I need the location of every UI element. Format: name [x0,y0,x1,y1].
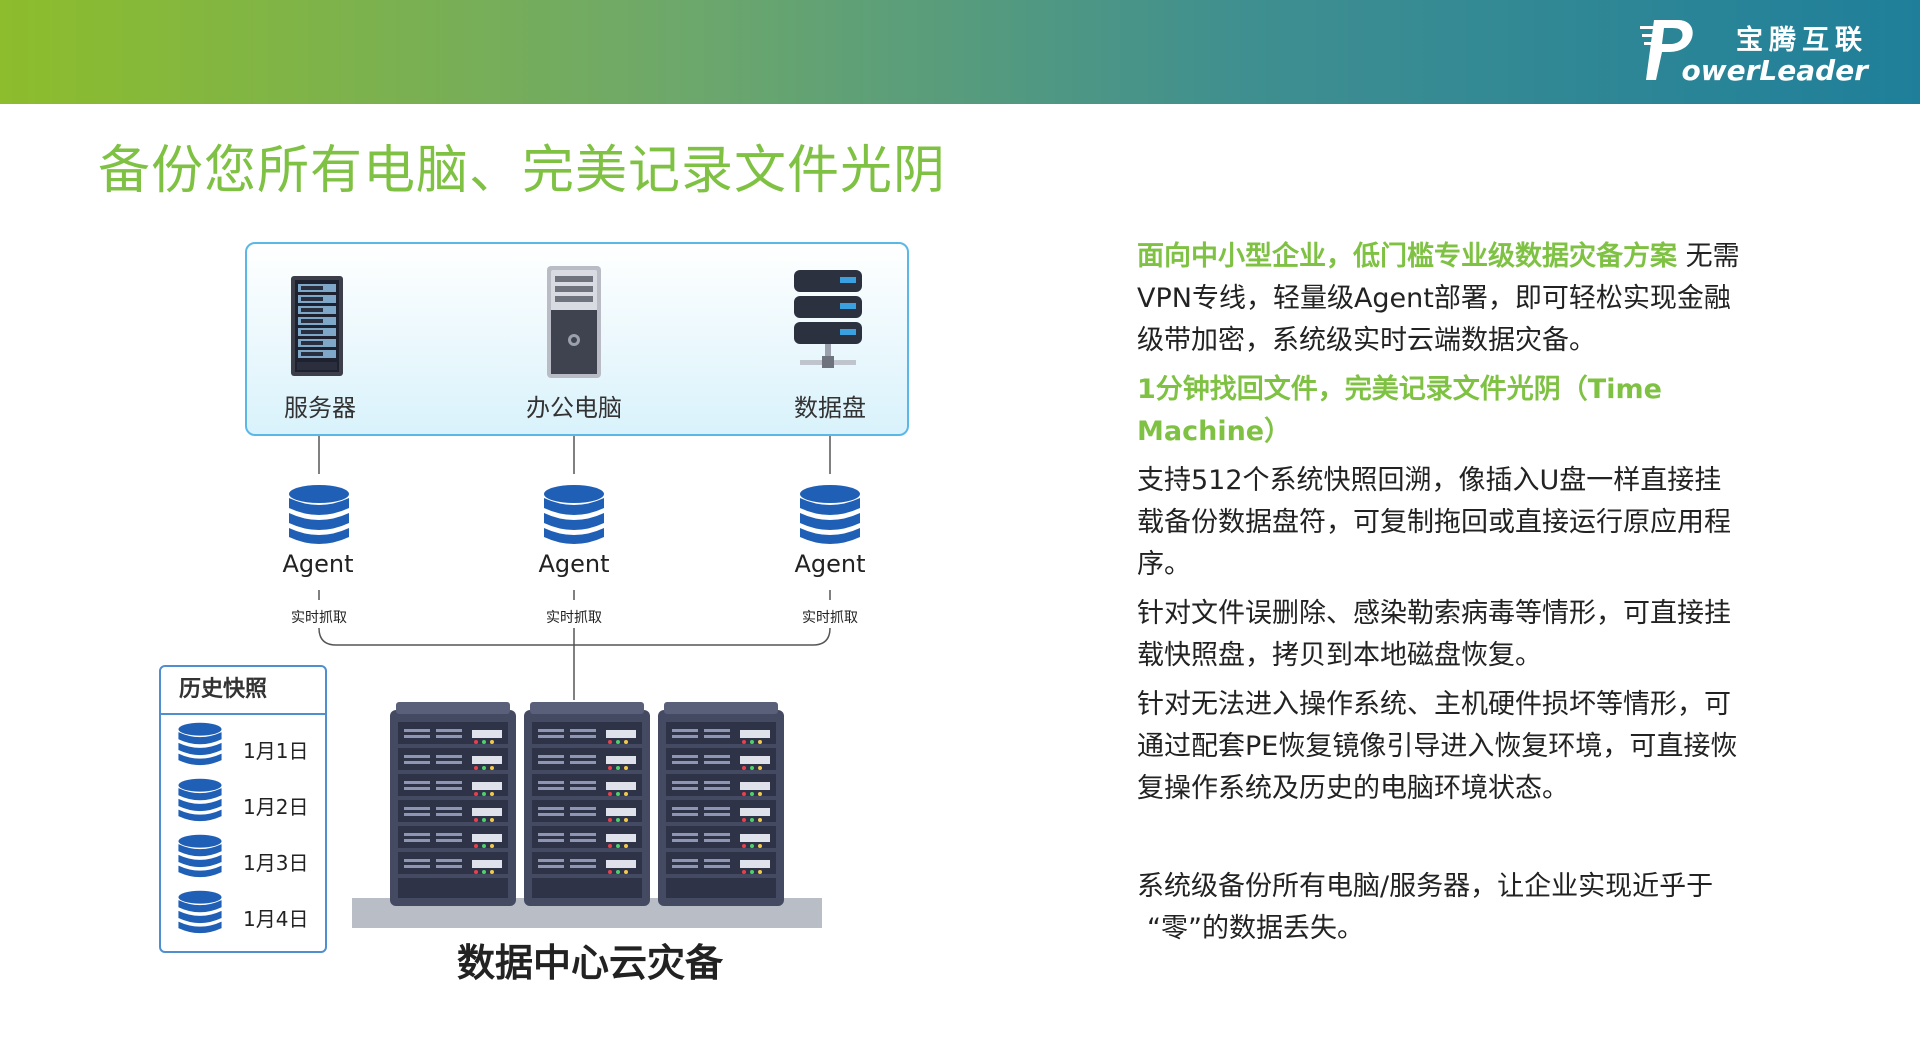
paragraph-intro-line3: 级带加密，系统级实时云端数据灾备。 [1137,325,1596,356]
datacenter-label: 数据中心云灾备 [456,941,723,985]
agent-database-icon-2 [544,485,604,544]
storage-disk-icon [794,270,862,368]
agent-label-3: Agent [794,550,866,578]
history-title: 历史快照 [161,667,325,715]
snapshot-date-2: 1月2日 [243,795,309,819]
timemachine-heading-line1: 1分钟找回文件，完美记录文件光阴（Time [1137,374,1662,405]
powerleader-logo: 宝腾互联 owerLeader [1640,14,1880,90]
summary-line1: 系统级备份所有电脑/服务器，让企业实现近乎于 [1137,871,1714,902]
logo-p-icon [1640,20,1693,80]
desktop-tower-icon [547,266,601,378]
server-rack-icon [291,276,343,376]
agent-label-1: Agent [282,550,354,578]
agent-database-icon-3 [800,485,860,544]
snapshot-desc-line1: 支持512个系统快照回溯，像插入U盘一样直接挂 [1137,465,1722,496]
snapshot-date-3: 1月3日 [243,851,309,875]
snapshot-desc-line3: 序。 [1137,549,1191,580]
snapshot-date-1: 1月1日 [243,739,309,763]
header-bar: 宝腾互联 owerLeader [0,0,1920,104]
snapshot-database-icon-4 [178,890,222,934]
paragraph-intro-line2: VPN专线，轻量级Agent部署，即可轻松实现金融 [1137,283,1731,314]
logo-chinese-text: 宝腾互联 [1736,25,1868,56]
ransomware-desc-line1: 针对文件误删除、感染勒索病毒等情形，可直接挂 [1137,598,1731,629]
agent-label-2: Agent [538,550,610,578]
page-title: 备份您所有电脑、完美记录文件光阴 [98,141,947,201]
summary-line2: “零”的数据丢失。 [1147,913,1364,944]
paragraph-intro-line1: 面向中小型企业，低门槛专业级数据灾备方案 无需 [1137,236,1797,278]
snapshot-date-4: 1月4日 [243,907,309,931]
source-label-server: 服务器 [284,394,356,422]
agent-database-icon-1 [289,485,349,544]
timemachine-heading-line2: Machine） [1137,416,1292,447]
recovery-desc-line1: 针对无法进入操作系统、主机硬件损坏等情形，可 [1137,689,1731,720]
server-cluster-icon [352,702,822,928]
recovery-desc-line3: 复操作系统及历史的电脑环境状态。 [1137,773,1569,804]
intro-text-1: 无需 [1677,241,1740,272]
capture-label-3: 实时抓取 [802,610,858,626]
capture-label-1: 实时抓取 [291,610,347,626]
intro-highlight: 面向中小型企业，低门槛专业级数据灾备方案 [1137,241,1677,272]
snapshot-database-icon-1 [178,722,222,766]
snapshot-database-icon-3 [178,834,222,878]
source-label-disk: 数据盘 [794,394,866,422]
capture-label-2: 实时抓取 [546,610,602,626]
snapshot-database-icon-2 [178,778,222,822]
snapshot-desc-line2: 载备份数据盘符，可复制拖回或直接运行原应用程 [1137,507,1731,538]
recovery-desc-line2: 通过配套PE恢复镜像引导进入恢复环境，可直接恢 [1137,731,1738,762]
ransomware-desc-line2: 载快照盘，拷贝到本地磁盘恢复。 [1137,640,1542,671]
source-label-desktop: 办公电脑 [526,394,622,422]
logo-english-text: owerLeader [1681,54,1868,87]
